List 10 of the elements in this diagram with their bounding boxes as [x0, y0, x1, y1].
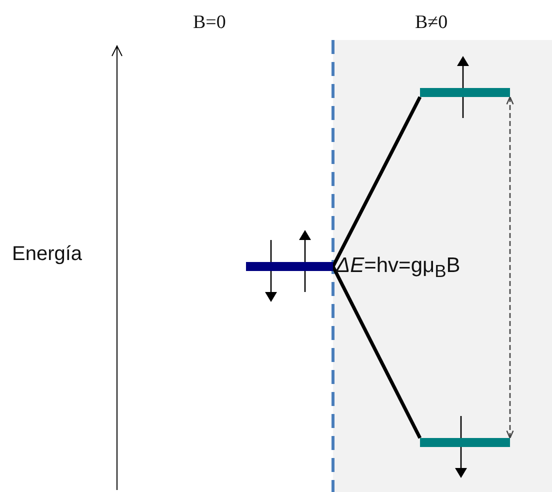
- axis-label: Energía: [12, 243, 82, 266]
- energy-level: [420, 438, 510, 447]
- splitting-line: [331, 96, 422, 268]
- splitting-line: [331, 266, 422, 439]
- energy-level: [246, 262, 333, 271]
- energy-equation: ΔE=hv=gμ$_{B}$B: [336, 254, 460, 282]
- energy-gap-arrow: [506, 96, 514, 439]
- field-label: B=0: [193, 12, 226, 34]
- field-label: B≠0: [415, 12, 448, 34]
- energy-level: [420, 88, 510, 97]
